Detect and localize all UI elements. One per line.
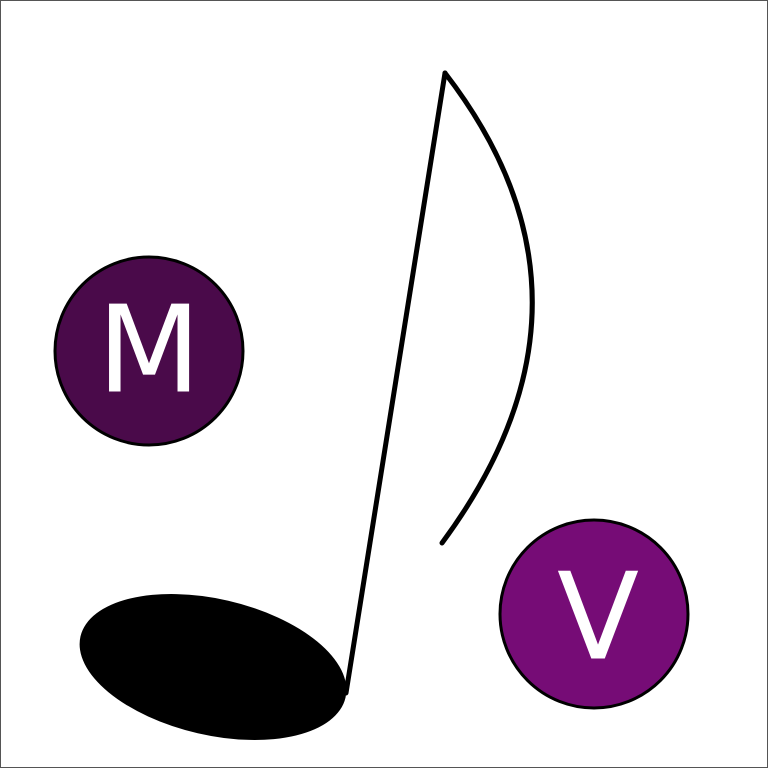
note-stem bbox=[343, 70, 448, 696]
eighth-note-icon bbox=[79, 70, 535, 740]
note-head bbox=[79, 594, 347, 740]
badge-v-letter: V bbox=[557, 549, 639, 688]
badge-m: M bbox=[53, 255, 245, 447]
badge-m-letter: M bbox=[97, 282, 201, 421]
badge-v-circle bbox=[498, 518, 690, 710]
badge-m-circle bbox=[53, 255, 245, 447]
note-flag bbox=[439, 70, 535, 546]
badge-v: V bbox=[498, 518, 690, 710]
